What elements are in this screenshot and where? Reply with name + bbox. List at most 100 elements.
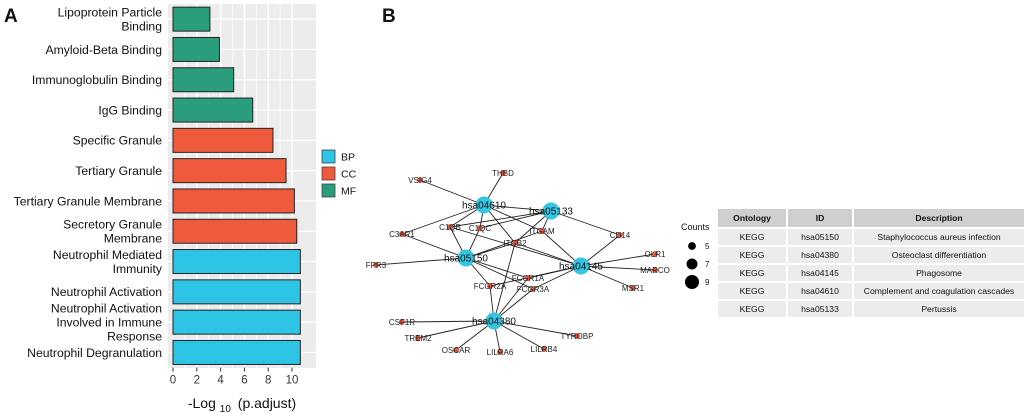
gene-node-label: TREM2 [404,334,432,343]
x-tick-label: 0 [170,375,176,387]
gene-node [500,170,506,176]
gene-node-label: MARCO [640,266,670,275]
gene-node [477,225,483,231]
table-header-cell: Description [853,209,1024,228]
network-edge [550,210,621,236]
network-edge [375,257,467,266]
gene-node [453,347,459,353]
network-edge [493,277,529,322]
panel-a-label: A [4,6,18,27]
table-header-cell: Ontology [718,209,788,228]
bar [172,279,301,305]
panel-b-label: B [382,6,396,27]
x-axis-title-prefix: -Log [188,395,216,411]
gene-node [652,267,658,273]
gene-node [497,349,503,355]
gene-node [574,333,580,339]
x-tick-label: 4 [217,375,224,387]
legend-swatch [321,149,336,164]
network-edge [483,204,543,232]
network-edge [541,230,582,267]
gene-node-label: FPR3 [366,261,387,270]
counts-legend-dot [686,258,698,270]
bar [172,127,274,153]
network-edge [493,320,578,337]
network-edge [401,204,485,235]
table-row: KEGG hsa05150 Staphylococcus aureus infe… [718,227,1024,246]
table-cell: hsa04145 [787,263,854,282]
table-cell: Osteoclast differentiation [853,245,1024,264]
gene-node [399,319,405,325]
network-edge [419,179,485,206]
bar [172,339,301,365]
x-axis-title-suffix: (p.adjust) [238,395,296,411]
legend-label: BP [341,152,355,164]
gene-node [399,231,405,237]
pathway-node [542,202,560,220]
gene-node-label: LILRB4 [531,345,558,354]
network-edge [493,242,516,322]
gene-node [415,335,421,341]
network-edge [401,320,495,323]
counts-legend: Counts 5 7 9 [681,222,710,290]
gene-node [512,240,518,246]
pathway-node [485,312,503,330]
gene-node-label: OSCAR [442,346,471,355]
gene-node [525,275,531,281]
bar [172,6,211,32]
x-tick-label: 2 [194,375,200,387]
gene-node-label: MSR1 [622,284,645,293]
pathway-node [572,257,590,275]
x-tick-label: 6 [241,375,247,387]
legend-swatch [321,183,336,198]
counts-legend-label: 9 [705,278,710,287]
network-edge [401,233,467,259]
table-cell: Phagosome [853,263,1024,282]
gene-node-label: FCGR1A [512,274,545,283]
gene-node [447,224,453,230]
counts-legend-label: 7 [705,260,710,269]
bar [172,188,295,214]
bar [172,249,301,275]
bar [172,67,235,93]
counts-legend-dot [684,274,700,290]
network-edge [479,210,552,229]
network-edge [580,265,656,271]
table-cell: Pertussis [853,299,1024,317]
x-tick-label: 8 [265,375,271,387]
network-edge [580,253,656,267]
gene-node [652,251,658,257]
pathway-node-label: hsa05133 [529,207,573,218]
pathway-node [457,249,475,267]
table-header-row: Ontology ID Description [718,209,1024,228]
bar [172,309,301,335]
gene-node-label: THBD [492,169,514,178]
table-cell: Staphylococcus aureus infection [853,227,1024,246]
table-row: KEGG hsa04380 Osteoclast differentiation [718,245,1024,264]
table-header-cell: ID [787,209,854,228]
bar [172,158,287,184]
gene-node [630,285,636,291]
gene-node-label: ITGB2 [503,239,527,248]
category-label: Tertiary Granule Membrane [14,194,163,208]
table-cell: hsa05150 [787,227,854,246]
counts-legend-label: 5 [705,242,710,251]
network-edge [532,265,582,290]
category-label: Specific Granule [73,134,163,148]
bar [172,218,298,244]
category-label: Neutrophil Activation [51,285,162,299]
counts-legend-title: Counts [681,222,710,232]
gene-node-label: OLR1 [645,250,666,259]
category-label: Immunoglobulin Binding [32,73,162,87]
table-row: KEGG hsa05133 Pertussis [718,299,1024,317]
pathway-node-label: hsa04610 [462,201,506,212]
table-row: KEGG hsa04610 Complement and coagulation… [718,281,1024,300]
table-cell: KEGG [718,299,788,317]
table-cell: KEGG [718,245,788,264]
